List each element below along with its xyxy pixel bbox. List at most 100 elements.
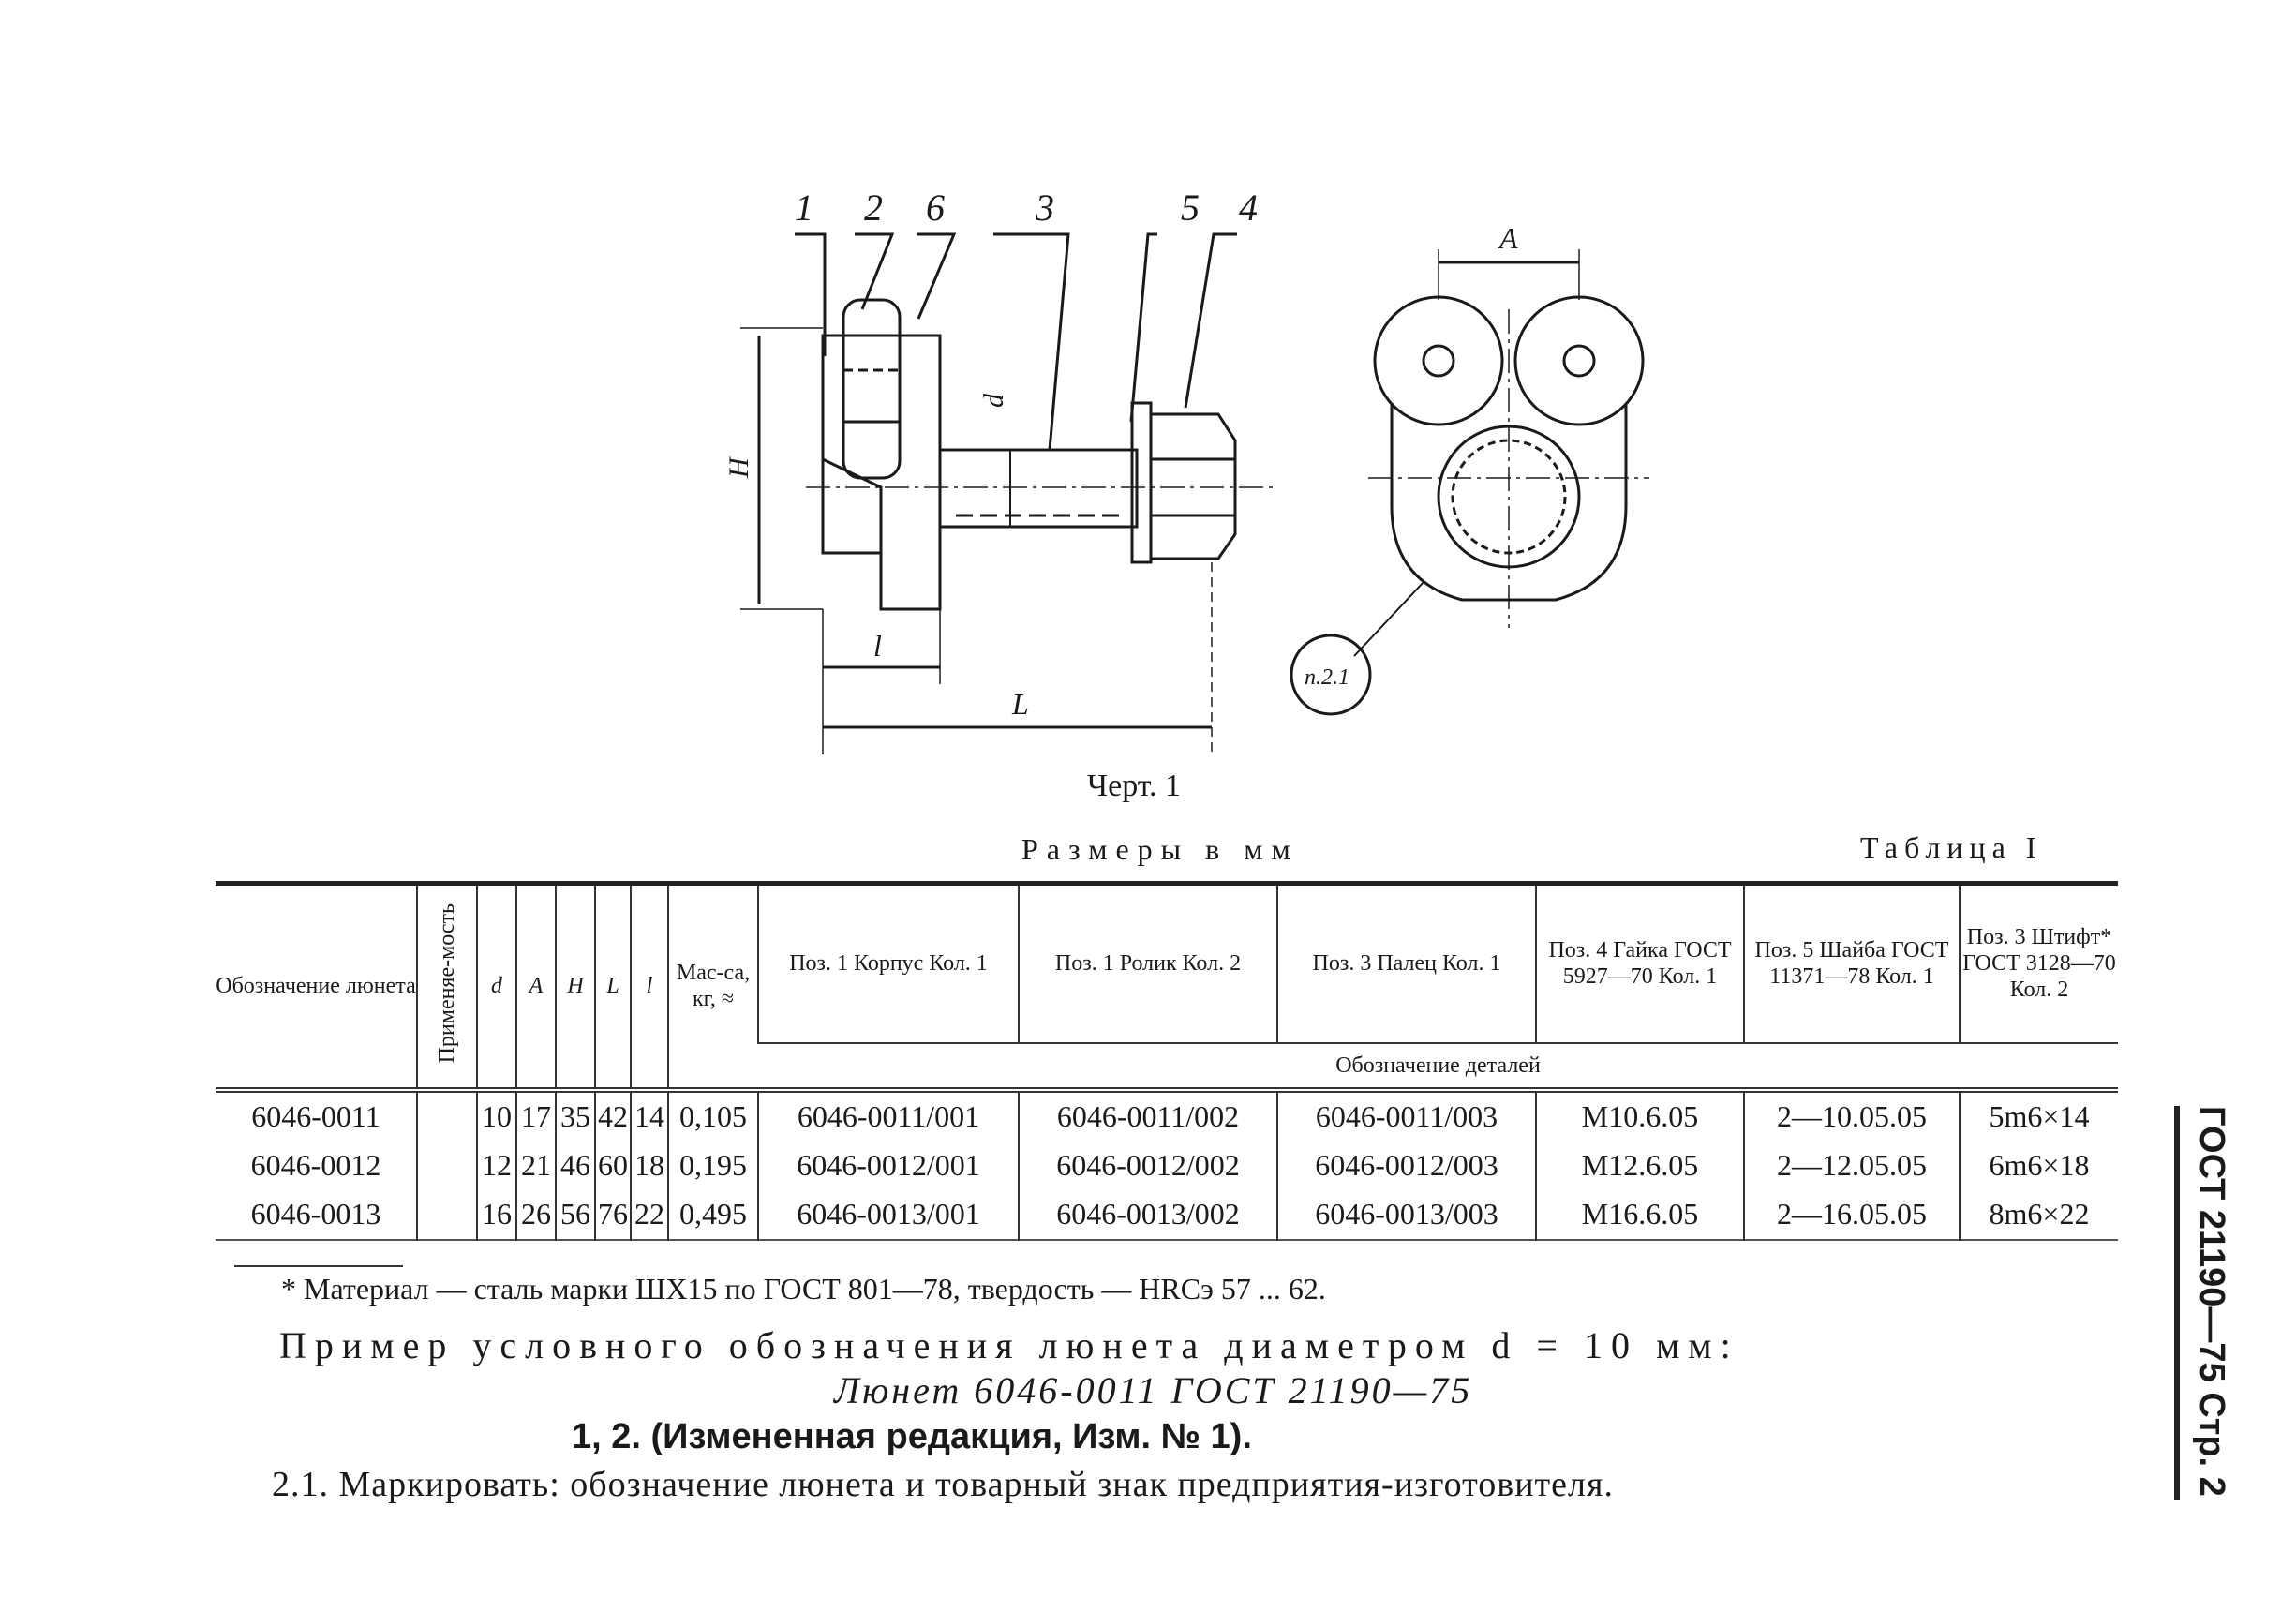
cell-A: 21 — [515, 1141, 556, 1190]
footnote: * Материал — сталь марки ШХ15 по ГОСТ 80… — [281, 1272, 1326, 1306]
header-d: d — [476, 883, 516, 1090]
cell-L: 42 — [594, 1086, 631, 1142]
dimension-label-d: d — [978, 393, 1009, 408]
cell-mass: 0,105 — [667, 1086, 758, 1142]
position-label-5: 5 — [1181, 187, 1200, 229]
cell-finger: 6046-0011/003 — [1276, 1086, 1536, 1142]
footnote-divider — [234, 1265, 403, 1267]
cell-finger: 6046-0012/003 — [1276, 1141, 1536, 1190]
edition-note: 1, 2. (Измененная редакция, Изм. № 1). — [572, 1417, 1252, 1456]
body-step — [822, 457, 883, 553]
roller-outline — [842, 298, 902, 480]
table-row: 6046-0011 10 17 35 42 14 0,105 6046-0011… — [216, 1086, 2118, 1142]
cell-washer: 2—10.05.05 — [1743, 1086, 1960, 1142]
cell-d: 10 — [476, 1086, 516, 1142]
body-outline — [821, 334, 942, 611]
cell-H: 56 — [555, 1189, 595, 1240]
cell-mass: 0,495 — [667, 1189, 758, 1240]
cell-washer: 2—16.05.05 — [1743, 1189, 1960, 1240]
cell-applicability — [416, 1189, 477, 1240]
cell-designation: 6046-0011 — [216, 1086, 417, 1142]
cell-applicability — [416, 1141, 477, 1190]
cell-nut: M12.6.05 — [1535, 1141, 1744, 1190]
note-label: п.2.1 — [1305, 665, 1349, 690]
cell-designation: 6046-0013 — [250, 1197, 381, 1231]
header-applicability-text: Применяе-мость — [435, 903, 459, 1063]
header-L: L — [594, 883, 631, 1090]
header-H: H — [555, 883, 595, 1090]
cell-body: 6046-0012/001 — [757, 1141, 1019, 1190]
cell-A: 17 — [515, 1086, 556, 1142]
header-designation: Обозначение люнета — [216, 974, 416, 999]
header-pos1-body: Поз. 1 Корпус Кол. 1 — [757, 883, 1019, 1043]
cell-applicability — [416, 1086, 477, 1142]
cell-roller: 6046-0013/002 — [1018, 1189, 1277, 1240]
cell-l: 14 — [630, 1086, 668, 1142]
leader-line-1 — [795, 232, 827, 356]
cell-A: 26 — [515, 1189, 556, 1240]
leader-line-5 — [1129, 232, 1157, 423]
table-row: 6046-0013 16 26 56 76 22 0,495 6046-0013… — [216, 1189, 2118, 1240]
header-applicability: Применяе-мость — [416, 883, 477, 1090]
cell-l: 22 — [630, 1189, 668, 1240]
cell-pin: 6m6×18 — [1959, 1141, 2118, 1190]
leader-line-3 — [993, 232, 1070, 451]
cell-L: 60 — [594, 1141, 631, 1190]
cell-washer: 2—12.05.05 — [1743, 1141, 1960, 1190]
drawing-caption: Черт. 1 — [1087, 769, 1182, 803]
header-pos3-pin: Поз. 3 Штифт* ГОСТ 3128—70 Кол. 2 — [1959, 883, 2118, 1043]
cell-nut: M16.6.05 — [1535, 1189, 1744, 1240]
side-header: ГОСТ 21190—75 Стр. 2 — [2192, 1106, 2231, 1497]
cell-nut: M10.6.05 — [1535, 1086, 1744, 1142]
header-parts-designation: Обозначение деталей — [758, 1041, 2118, 1090]
example-designation: Люнет 6046-0011 ГОСТ 21190—75 — [834, 1369, 1473, 1411]
dimension-label-A: A — [1498, 221, 1518, 255]
finger-outline — [938, 448, 1139, 529]
position-label-2: 2 — [864, 187, 883, 229]
washer-outline — [1130, 401, 1153, 564]
cell-body: 6046-0013/001 — [757, 1189, 1019, 1240]
cell-d: 12 — [476, 1141, 516, 1190]
cell-designation: 6046-0012 — [250, 1148, 381, 1182]
leader-line-4 — [1184, 232, 1237, 409]
cell-finger: 6046-0013/003 — [1276, 1189, 1536, 1240]
header-pos1-roller: Поз. 1 Ролик Кол. 2 — [1018, 883, 1277, 1043]
position-label-1: 1 — [795, 187, 813, 229]
cell-roller: 6046-0012/002 — [1018, 1141, 1277, 1190]
position-label-3: 3 — [1035, 187, 1054, 229]
header-l: l — [630, 883, 668, 1090]
cell-H: 35 — [555, 1086, 595, 1142]
header-A: A — [515, 883, 556, 1090]
cell-d: 16 — [476, 1189, 516, 1240]
leader-line-2 — [855, 232, 895, 310]
cell-pin: 8m6×22 — [1959, 1189, 2118, 1240]
header-pos3-finger: Поз. 3 Палец Кол. 1 — [1276, 883, 1536, 1043]
position-label-6: 6 — [926, 187, 945, 229]
cell-body: 6046-0011/001 — [757, 1086, 1019, 1142]
dimension-label-l: l — [873, 629, 882, 663]
cell-L: 76 — [594, 1189, 631, 1240]
nut-outline — [1149, 412, 1237, 560]
cell-pin: 5m6×14 — [1959, 1086, 2118, 1142]
side-header-bar: ГОСТ 21190—75 Стр. 2 — [2174, 1106, 2231, 1500]
header-pos5-washer: Поз. 5 Шайба ГОСТ 11371—78 Кол. 1 — [1743, 883, 1960, 1043]
header-mass: Мас-са, кг, ≈ — [667, 883, 758, 1090]
example-heading: Пример условного обозначения люнета диам… — [279, 1324, 1739, 1366]
leader-line-6 — [917, 232, 957, 320]
dimension-label-H: H — [723, 455, 754, 479]
table-number: Таблица I — [1860, 830, 2043, 864]
dimensions-table: Обозначение люнета Применяе-мость d A H … — [216, 881, 2118, 1241]
cell-roller: 6046-0011/002 — [1018, 1086, 1277, 1142]
technical-drawing: 1 2 6 3 5 4 H d l L A п.2.1 — [723, 187, 1649, 754]
note-circle — [1290, 634, 1372, 716]
cell-mass: 0,195 — [667, 1141, 758, 1190]
marking-note: 2.1. Маркировать: обозначение люнета и т… — [272, 1465, 1614, 1504]
table-row: 6046-0012 12 21 46 60 18 0,195 6046-0012… — [216, 1141, 2118, 1190]
end-view — [1290, 249, 1649, 716]
cell-H: 46 — [555, 1141, 595, 1190]
cell-l: 18 — [630, 1141, 668, 1190]
header-pos4-nut: Поз. 4 Гайка ГОСТ 5927—70 Кол. 1 — [1535, 883, 1744, 1043]
dimension-label-L: L — [1011, 687, 1029, 721]
position-label-4: 4 — [1239, 187, 1258, 229]
units-note: Размеры в мм — [1021, 832, 1299, 866]
